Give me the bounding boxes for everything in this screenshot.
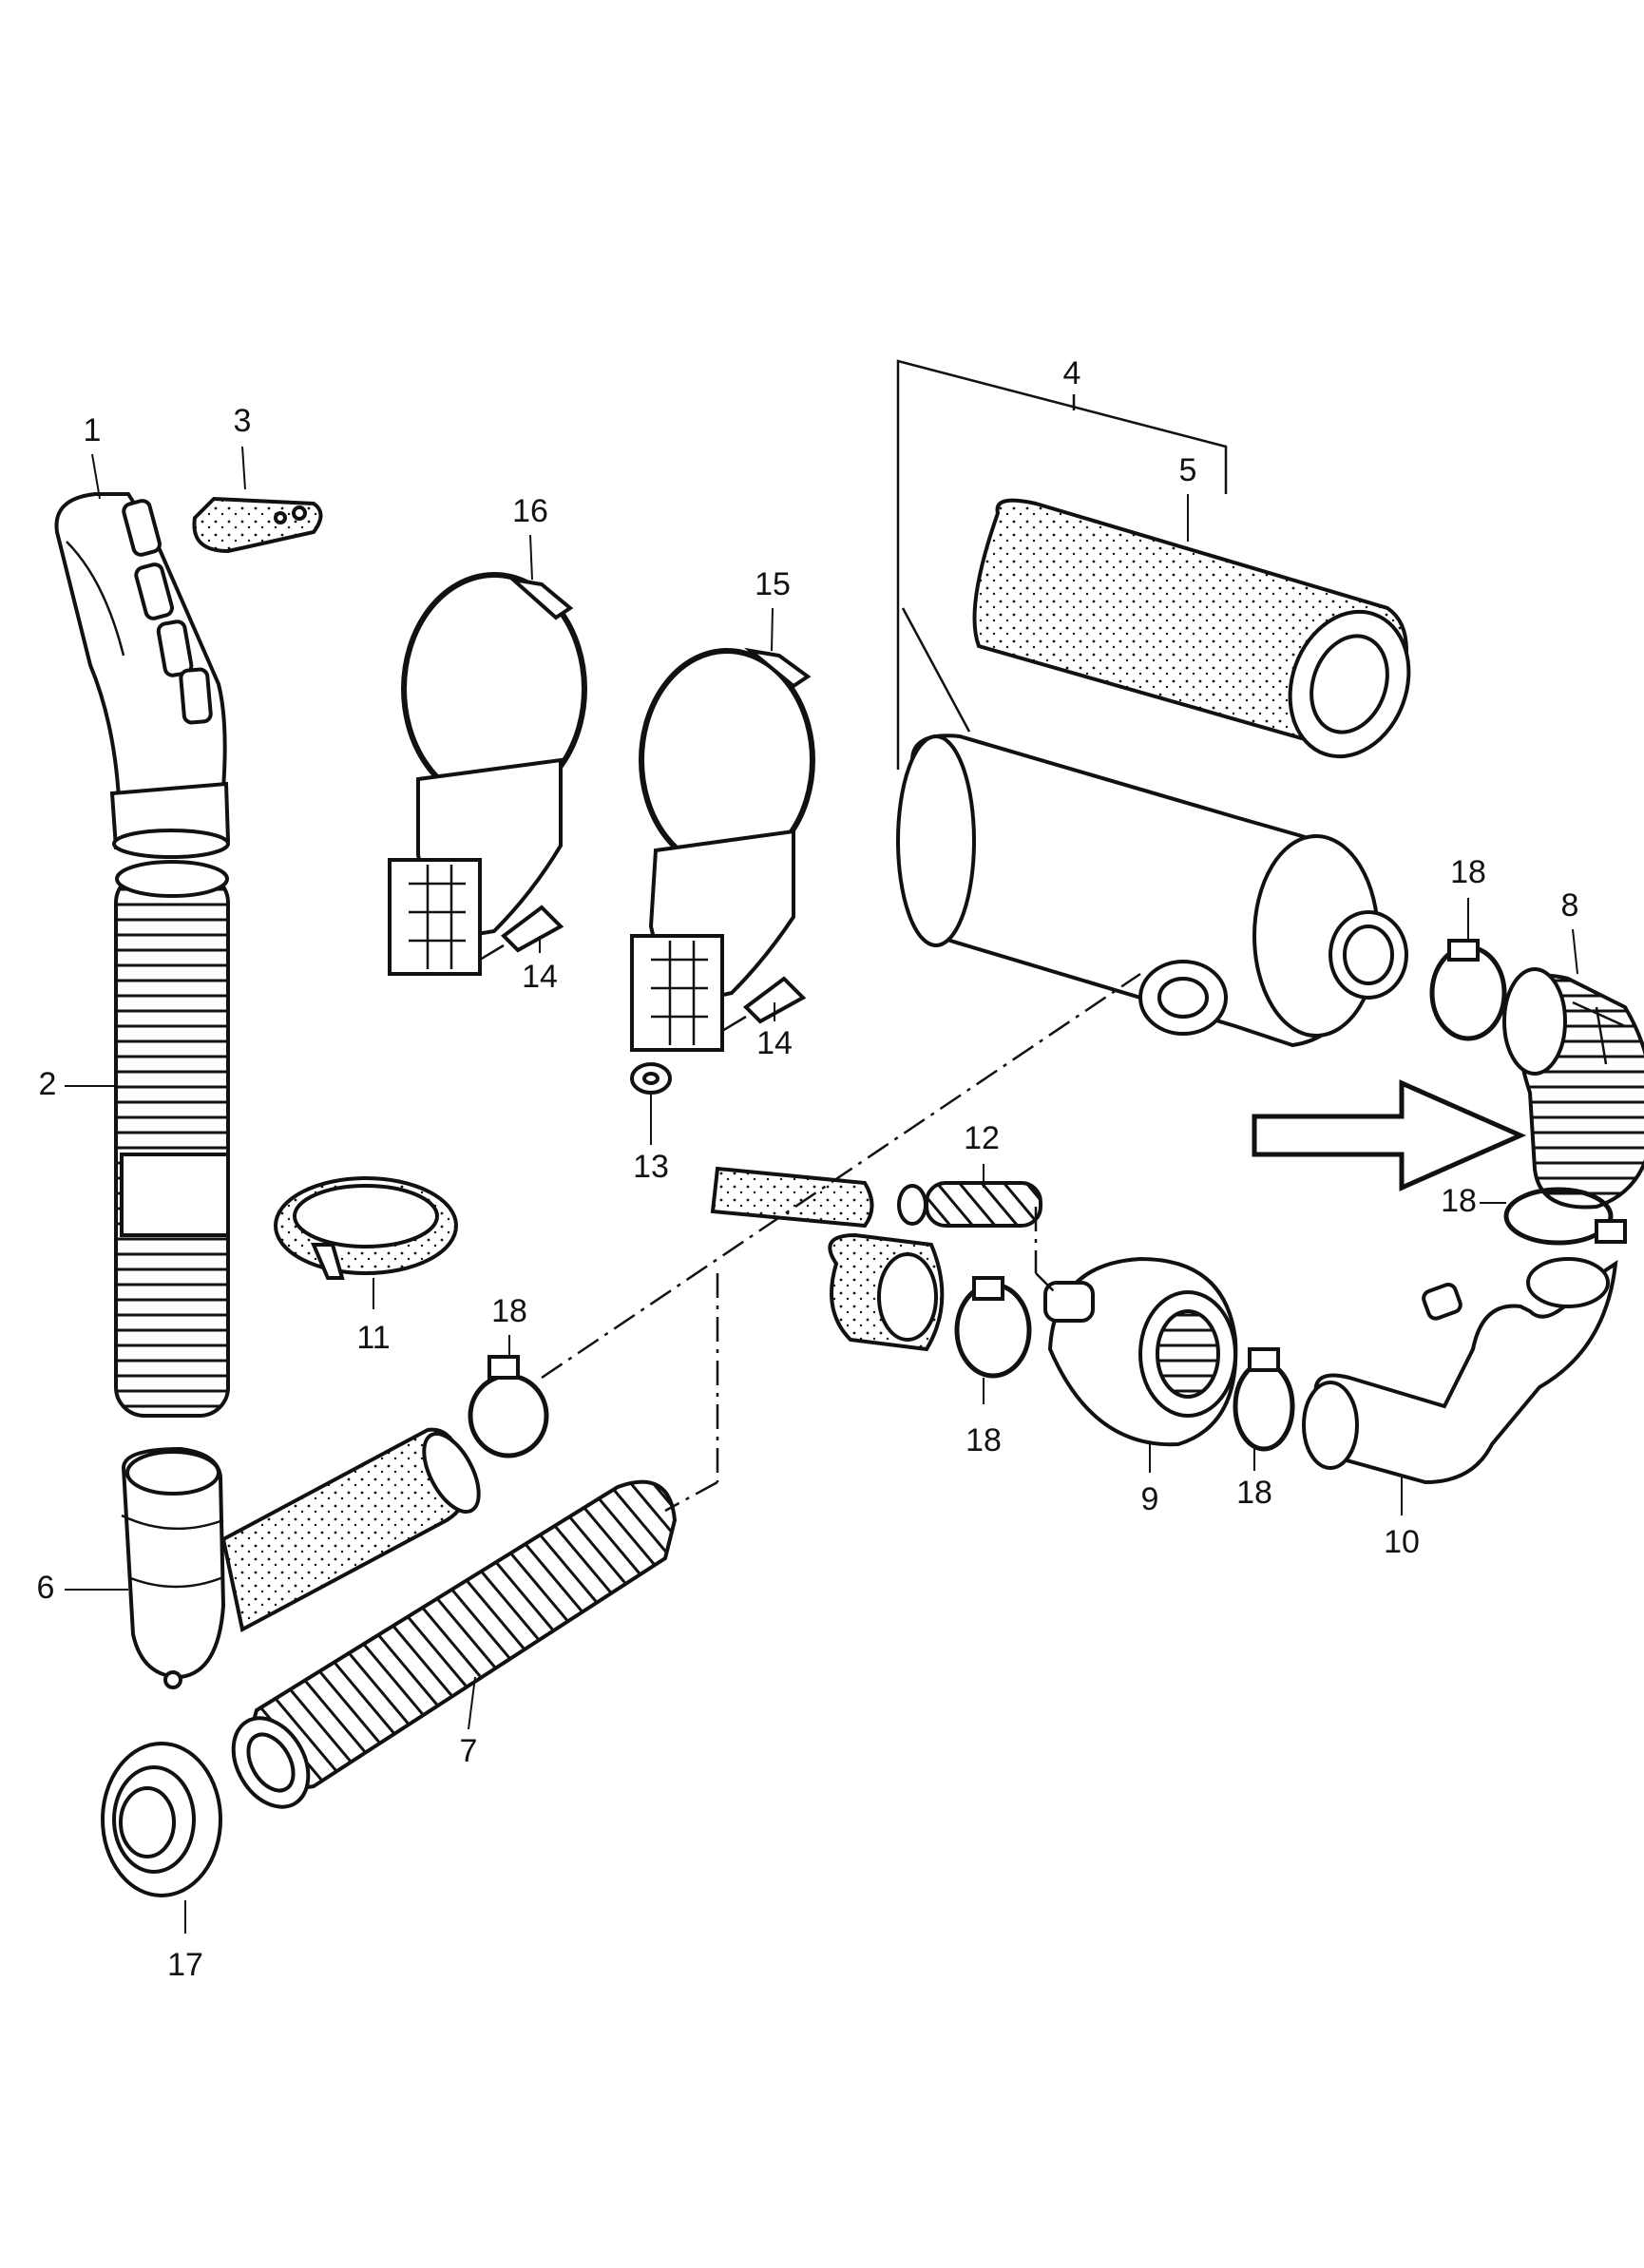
label-part-18-e: 18 bbox=[1236, 1475, 1272, 1511]
part-18-hose-clamp-d bbox=[954, 1276, 1032, 1379]
part-18-hose-clamp-a bbox=[1429, 939, 1507, 1041]
label-part-2: 2 bbox=[39, 1066, 57, 1102]
label-part-10: 10 bbox=[1384, 1524, 1420, 1560]
part-8-bellows-elbow bbox=[1502, 967, 1644, 1210]
label-part-14-a: 14 bbox=[522, 959, 558, 995]
label-part-18-c: 18 bbox=[491, 1293, 527, 1329]
part-14-screw-upper bbox=[479, 905, 564, 962]
label-part-1: 1 bbox=[84, 412, 102, 448]
part-12-vent-fitting bbox=[710, 1166, 1042, 1229]
part-18-hose-clamp-e bbox=[1233, 1347, 1295, 1452]
assembly-lines bbox=[541, 972, 1141, 1513]
callout-labels: 1 3 16 15 4 5 18 8 2 14 14 13 12 18 11 1… bbox=[37, 355, 1579, 1983]
label-part-5: 5 bbox=[1179, 452, 1197, 488]
part-3-bracket bbox=[192, 496, 323, 554]
part-6-connector-tube bbox=[220, 1427, 481, 1633]
part-15-mounting-bracket bbox=[630, 647, 815, 1052]
part-2-corrugated-hose bbox=[114, 860, 230, 1418]
part-6-elbow bbox=[121, 1446, 226, 1689]
part-18-hose-clamp-c bbox=[468, 1355, 549, 1458]
part-14-screw-lower bbox=[721, 976, 807, 1033]
label-part-11: 11 bbox=[356, 1320, 390, 1356]
label-part-9: 9 bbox=[1141, 1481, 1159, 1517]
label-part-18-a: 18 bbox=[1450, 854, 1486, 890]
part-7-bellows-hose bbox=[231, 1479, 678, 1809]
part-17-grommet bbox=[101, 1742, 222, 1897]
part-11-clamp-ring bbox=[274, 1176, 458, 1280]
label-part-8: 8 bbox=[1561, 887, 1579, 924]
label-part-3: 3 bbox=[234, 403, 252, 439]
part-18-hose-clamp-b bbox=[1503, 1187, 1627, 1246]
label-part-15: 15 bbox=[755, 566, 791, 602]
label-part-18-b: 18 bbox=[1441, 1183, 1477, 1219]
part-5-filter-element bbox=[972, 498, 1411, 759]
part-16-mounting-bracket bbox=[388, 572, 587, 976]
part-1-intake-snorkel bbox=[54, 492, 231, 859]
label-part-18-d: 18 bbox=[965, 1422, 1002, 1458]
part-10-bent-pipe bbox=[1302, 1257, 1618, 1485]
label-part-6: 6 bbox=[37, 1570, 55, 1606]
label-part-12: 12 bbox=[964, 1120, 1000, 1156]
highlight-arrow bbox=[1252, 1079, 1527, 1191]
part-9-resonator bbox=[828, 1232, 1238, 1447]
label-part-16: 16 bbox=[512, 493, 548, 529]
label-part-7: 7 bbox=[460, 1733, 478, 1769]
label-part-14-b: 14 bbox=[756, 1025, 793, 1061]
part-13-washer bbox=[630, 1062, 672, 1095]
label-part-4: 4 bbox=[1063, 355, 1081, 391]
label-part-17: 17 bbox=[167, 1947, 203, 1983]
label-part-13: 13 bbox=[633, 1149, 669, 1185]
leader-lines bbox=[65, 446, 1578, 1934]
part-4-air-filter-housing bbox=[896, 359, 1408, 1048]
